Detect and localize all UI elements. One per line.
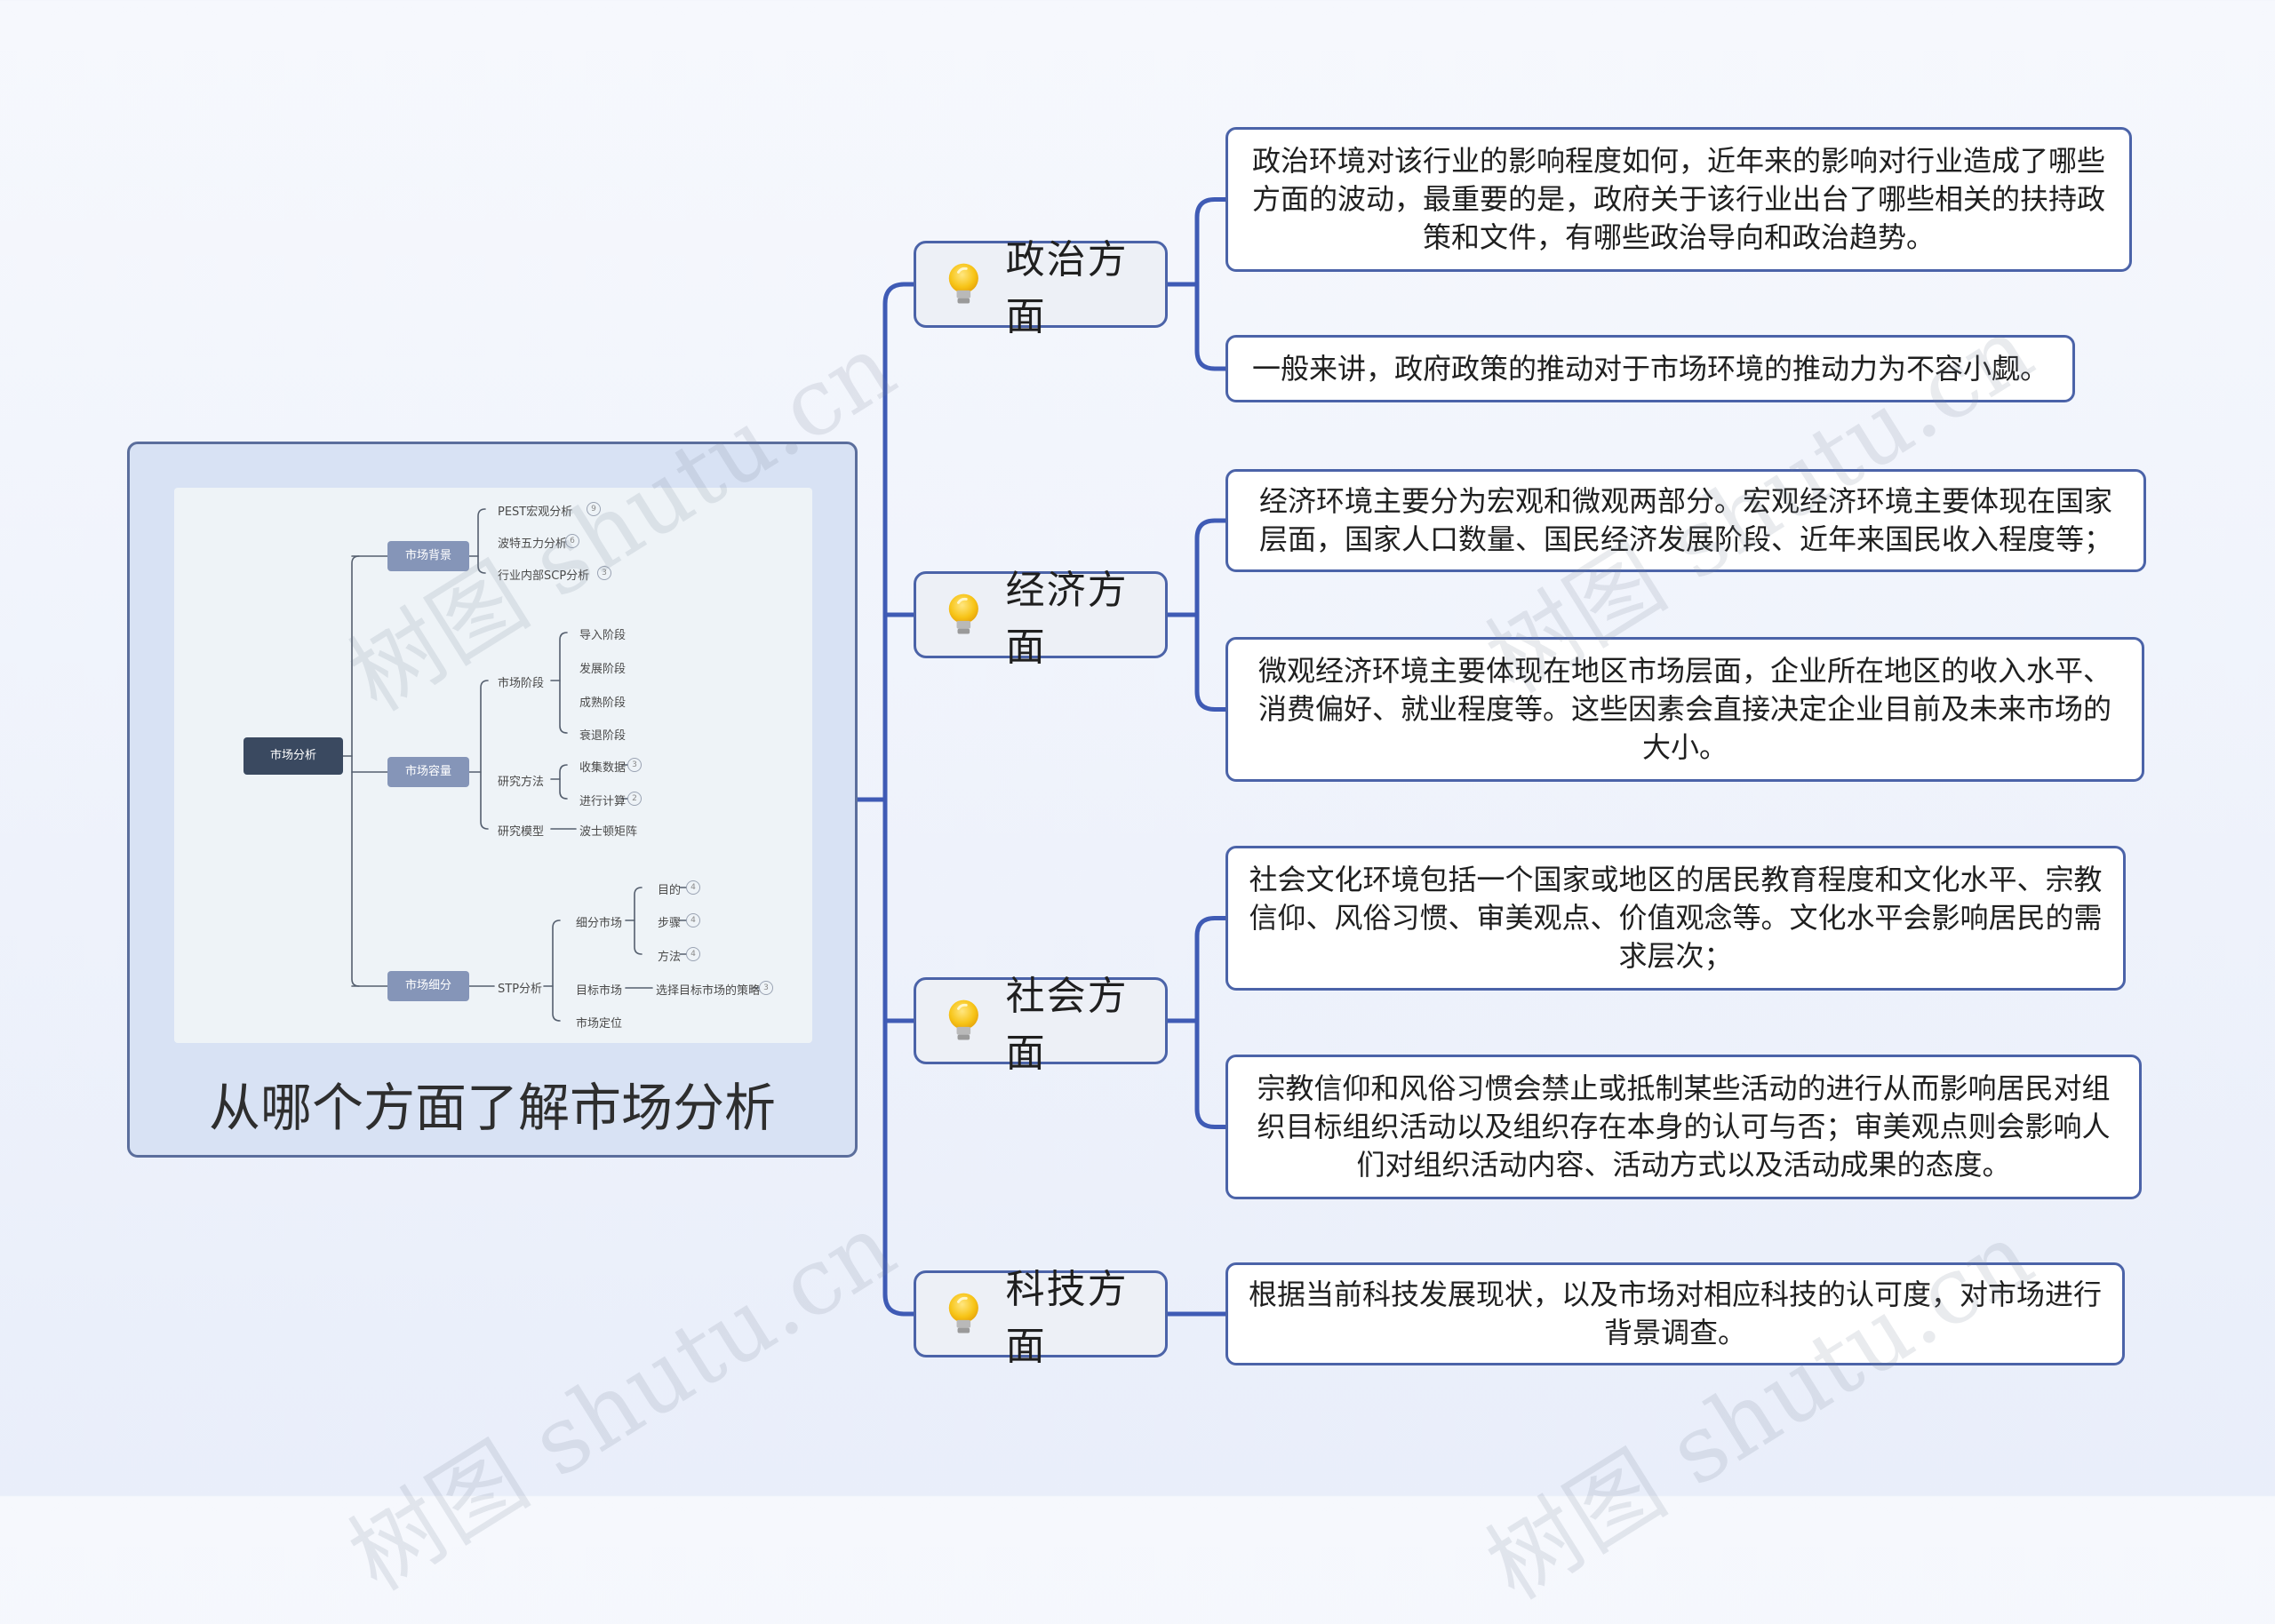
leaf-text: 社会文化环境包括一个国家或地区的居民教育程度和文化水平、宗教信仰、风俗习惯、审美… bbox=[1249, 863, 2103, 973]
preview-count-badge: 6 bbox=[565, 534, 579, 548]
preview-node: 成熟阶段 bbox=[579, 697, 627, 710]
preview-line bbox=[552, 919, 561, 1022]
preview-node: 衰退阶段 bbox=[579, 729, 627, 743]
preview-node: 市场定位 bbox=[576, 1017, 623, 1031]
branch-node[interactable]: 经济方面 bbox=[914, 568, 1168, 670]
preview-node: 细分市场 bbox=[576, 917, 623, 930]
preview-node: 行业内部SCP分析 bbox=[498, 569, 590, 583]
preview-line bbox=[559, 632, 568, 734]
preview-node: 发展阶段 bbox=[579, 663, 627, 676]
preview-node: PEST宏观分析 bbox=[498, 506, 573, 519]
preview-node: 研究方法 bbox=[498, 776, 545, 789]
preview-count-badge: 3 bbox=[627, 758, 642, 772]
preview-node: 目标市场 bbox=[576, 984, 623, 998]
preview-node: 导入阶段 bbox=[579, 629, 627, 642]
lightbulb-icon bbox=[948, 1293, 978, 1333]
preview-node: 研究模型 bbox=[498, 825, 545, 839]
leaf-node[interactable]: 社会文化环境包括一个国家或地区的居民教育程度和文化水平、宗教信仰、风俗习惯、审美… bbox=[1225, 846, 2126, 991]
preview-node: 市场容量 bbox=[387, 757, 469, 787]
leaf-node[interactable]: 经济环境主要分为宏观和微观两部分。宏观经济环境主要体现在国家层面，国家人口数量、… bbox=[1225, 469, 2146, 572]
preview-line bbox=[480, 680, 489, 830]
preview-count-badge: 3 bbox=[759, 981, 773, 995]
branch-node[interactable]: 社会方面 bbox=[914, 974, 1168, 1076]
preview-node: STP分析 bbox=[498, 983, 543, 996]
preview-node: 市场分析 bbox=[243, 737, 343, 775]
preview-node: 市场细分 bbox=[387, 971, 469, 1001]
leaf-text: 经济环境主要分为宏观和微观两部分。宏观经济环境主要体现在国家层面，国家人口数量、… bbox=[1258, 484, 2112, 556]
preview-node: 步骤 bbox=[658, 917, 682, 930]
branch-label: 社会方面 bbox=[1005, 974, 1129, 1076]
preview-node: 波特五力分析 bbox=[498, 537, 568, 551]
preview-node: 收集数据 bbox=[579, 761, 627, 775]
preview-node: 市场背景 bbox=[387, 541, 469, 571]
preview-line bbox=[634, 887, 643, 955]
leaf-text: 政治环境对该行业的影响程度如何，近年来的影响对行业造成了哪些方面的波动，最重要的… bbox=[1251, 144, 2105, 254]
leaf-node[interactable]: 政治环境对该行业的影响程度如何，近年来的影响对行业造成了哪些方面的波动，最重要的… bbox=[1225, 127, 2132, 272]
preview-node: 进行计算 bbox=[579, 795, 627, 808]
root-title: 从哪个方面了解市场分析 bbox=[208, 1078, 776, 1138]
preview-node: 目的 bbox=[658, 884, 682, 897]
leaf-node[interactable]: 一般来讲，政府政策的推动对于市场环境的推动力为不容小觑。 bbox=[1225, 335, 2075, 402]
preview-line bbox=[559, 764, 568, 800]
preview-count-badge: 2 bbox=[627, 792, 642, 806]
preview-node: 选择目标市场的策略 bbox=[656, 984, 761, 998]
preview-line bbox=[477, 508, 486, 574]
preview-connector-lines bbox=[342, 508, 760, 1022]
leaf-text: 宗教信仰和风俗习惯会禁止或抵制某些活动的进行从而影响居民对组织目标组织活动以及组… bbox=[1257, 1071, 2111, 1182]
preview-line bbox=[351, 555, 360, 987]
leaf-node[interactable]: 宗教信仰和风俗习惯会禁止或抵制某些活动的进行从而影响居民对组织目标组织活动以及组… bbox=[1225, 1055, 2142, 1199]
leaf-text: 微观经济环境主要体现在地区市场层面，企业所在地区的收入水平、消费偏好、就业程度等… bbox=[1257, 654, 2111, 764]
lightbulb-icon bbox=[948, 999, 978, 1040]
preview-node: 波士顿矩阵 bbox=[579, 825, 638, 839]
trunk-connector bbox=[882, 282, 907, 1317]
preview-node: 方法 bbox=[658, 951, 682, 964]
lightbulb-icon bbox=[948, 593, 978, 634]
connector-lines bbox=[855, 197, 1228, 1317]
preview-count-badge: 4 bbox=[686, 947, 700, 961]
preview-count-badge: 9 bbox=[587, 502, 601, 516]
preview-count-badge: 4 bbox=[686, 880, 700, 895]
branch-label: 政治方面 bbox=[1005, 237, 1129, 339]
lightbulb-icon bbox=[948, 263, 978, 304]
preview-node: 市场阶段 bbox=[498, 677, 545, 690]
leaf-node[interactable]: 根据当前科技发展现状，以及市场对相应科技的认可度，对市场进行背景调查。 bbox=[1225, 1262, 2125, 1365]
leaf-text: 根据当前科技发展现状，以及市场对相应科技的认可度，对市场进行背景调查。 bbox=[1248, 1278, 2102, 1349]
leaf-connector bbox=[1194, 197, 1217, 371]
branch-node[interactable]: 政治方面 bbox=[914, 237, 1168, 339]
branch-label: 经济方面 bbox=[1005, 568, 1129, 670]
leaf-connector bbox=[1194, 518, 1217, 712]
leaf-node[interactable]: 微观经济环境主要体现在地区市场层面，企业所在地区的收入水平、消费偏好、就业程度等… bbox=[1225, 637, 2144, 782]
preview-count-badge: 3 bbox=[597, 566, 611, 580]
branch-label: 科技方面 bbox=[1005, 1267, 1129, 1369]
leaf-text: 一般来讲，政府政策的推动对于市场环境的推动力为不容小觑。 bbox=[1251, 351, 2048, 386]
leaf-connector bbox=[1194, 916, 1217, 1129]
branch-node[interactable]: 科技方面 bbox=[914, 1267, 1168, 1369]
preview-count-badge: 4 bbox=[686, 913, 700, 927]
